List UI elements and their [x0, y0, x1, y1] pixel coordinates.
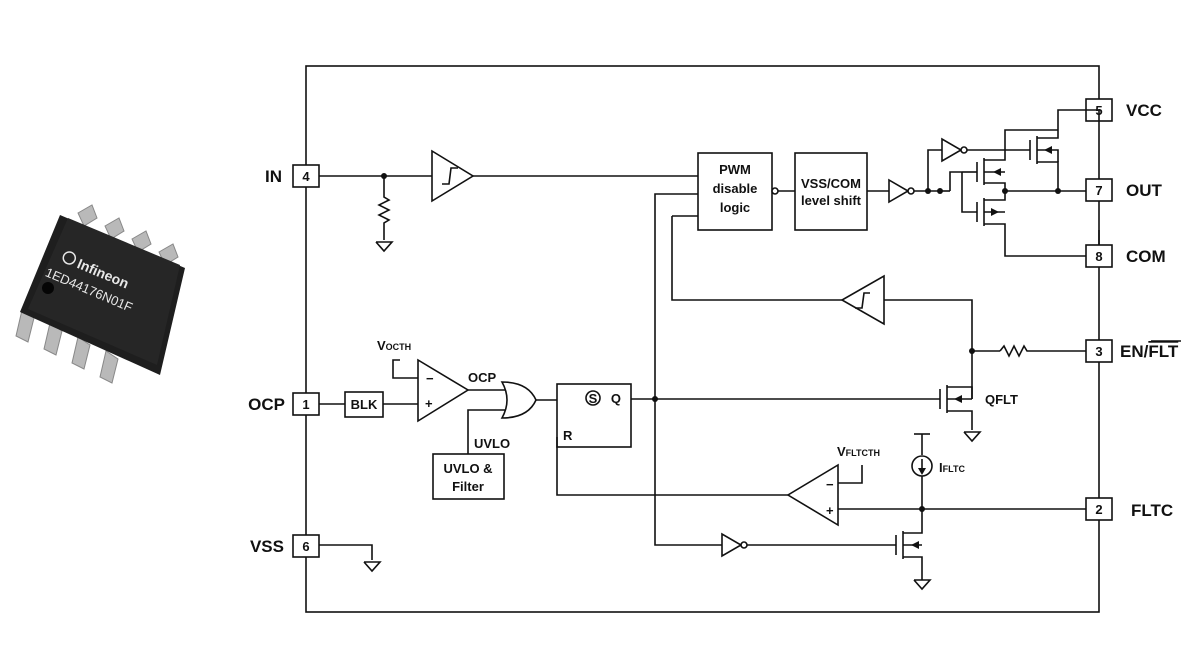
- overbar-text: FLT: [1148, 342, 1179, 361]
- pwm-disable-logic-block: PWM disable logic: [697, 152, 773, 231]
- uvlo-signal-label: UVLO: [474, 436, 510, 451]
- chip-photo: Infineon 1ED44176N01F: [15, 204, 185, 384]
- schmitt-trigger-buffer: [431, 149, 475, 203]
- svg-text:R: R: [563, 428, 573, 443]
- pin-number: 7: [1095, 183, 1102, 198]
- qflt-label: QFLT: [985, 392, 1018, 407]
- or-gate: [500, 381, 537, 419]
- fltc-comparator: − +: [786, 463, 839, 527]
- uvlo-filter-block: UVLO & Filter: [432, 453, 505, 500]
- ocp-comparator: − +: [417, 358, 470, 423]
- pin-vss: 6 VSS: [250, 534, 320, 558]
- ifltc-current-source: IFLTC: [911, 433, 965, 509]
- pin-number: 1: [302, 397, 309, 412]
- svg-text:−: −: [826, 477, 834, 492]
- level-shift-block: VSS/COM level shift: [794, 152, 868, 231]
- pin-out: 7 OUT: [1085, 178, 1163, 202]
- svg-text:+: +: [425, 396, 433, 411]
- svg-text:S: S: [589, 391, 598, 406]
- pin-label: COM: [1126, 247, 1166, 266]
- pin-label: OCP: [248, 395, 285, 414]
- en-resistor: [999, 344, 1086, 358]
- pin-label: IN: [265, 167, 282, 186]
- svg-text:VSS/COM: VSS/COM: [801, 176, 861, 191]
- svg-text:BLK: BLK: [351, 397, 378, 412]
- pin-number: 4: [302, 169, 310, 184]
- svg-text:Q: Q: [611, 391, 621, 406]
- ic-outline: [305, 65, 1100, 613]
- output-buffer: [888, 178, 910, 204]
- ifltc-label: IFLTC: [939, 460, 965, 475]
- svg-text:level shift: level shift: [801, 193, 862, 208]
- input-section: [319, 149, 698, 253]
- svg-text:Filter: Filter: [452, 479, 484, 494]
- sr-latch: S Q R: [556, 383, 632, 448]
- en-flt-section: [671, 215, 1086, 399]
- svg-text:+: +: [826, 503, 834, 518]
- pin-number: 3: [1095, 344, 1102, 359]
- high-side-inverter: [941, 137, 963, 163]
- pin-number: 2: [1095, 502, 1102, 517]
- pin-en-flt: 3 EN/FLT: [1085, 339, 1181, 363]
- fltc-discharge-transistor: [895, 509, 932, 591]
- blanking-block: BLK: [344, 391, 384, 418]
- pin-label: VCC: [1126, 101, 1162, 120]
- pin-label: EN/FLT: [1120, 342, 1179, 361]
- fltc-inverter: [721, 532, 743, 558]
- pin-label: FLTC: [1131, 501, 1173, 520]
- pin-label: OUT: [1126, 181, 1163, 200]
- vocth-label: VOCTH: [377, 338, 411, 353]
- svg-text:disable: disable: [713, 181, 758, 196]
- pin-number: 6: [302, 539, 309, 554]
- pin-ocp: 1 OCP: [248, 392, 320, 416]
- svg-text:UVLO &: UVLO &: [443, 461, 492, 476]
- vfltcth-label: VFLTCTH: [837, 444, 880, 459]
- pin-in: 4 IN: [265, 164, 320, 188]
- svg-text:−: −: [426, 371, 434, 386]
- ocp-signal-label: OCP: [468, 370, 497, 385]
- svg-text:logic: logic: [720, 200, 750, 215]
- pin-fltc: 2 FLTC: [1085, 497, 1173, 521]
- pin-com: 8 COM: [1085, 244, 1166, 268]
- pin-label: VSS: [250, 537, 284, 556]
- svg-text:PWM: PWM: [719, 162, 751, 177]
- pin-number: 8: [1095, 249, 1102, 264]
- qflt-transistor: QFLT: [939, 385, 1018, 443]
